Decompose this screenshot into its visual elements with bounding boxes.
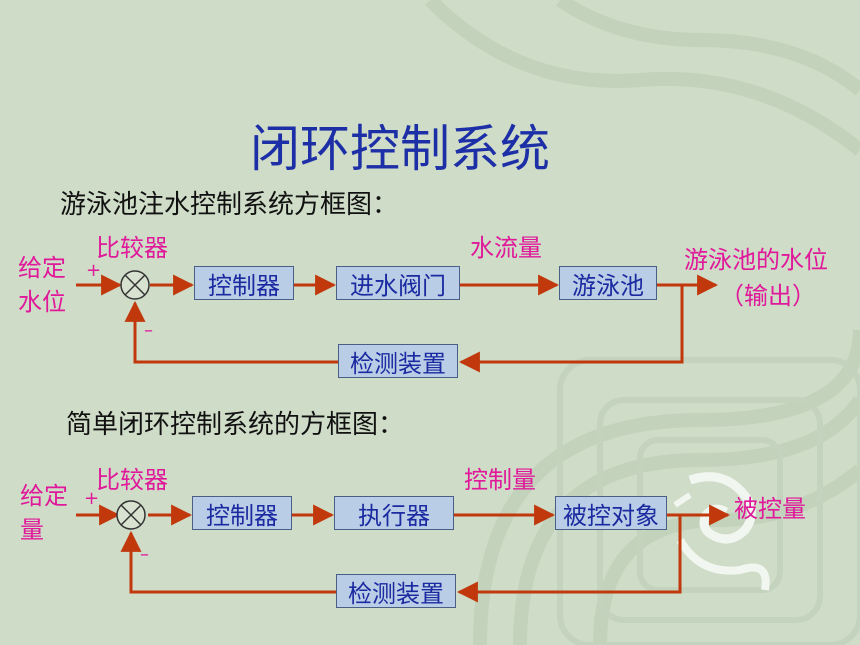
d2-feedback-block: 检测装置: [336, 574, 456, 608]
d1-minus-sign: –: [144, 320, 153, 341]
d1-comparator-label: 比较器: [96, 234, 168, 262]
d1-output-label-2: （输出）: [720, 282, 816, 310]
d1-input-label-1: 给定: [18, 254, 66, 282]
page-title: 闭环控制系统: [250, 120, 550, 178]
diagram2-heading: 简单闭环控制系统的方框图：: [66, 410, 405, 440]
d1-plant-block: 游泳池: [559, 266, 657, 300]
d2-controller-block: 控制器: [192, 496, 292, 530]
d1-actuator-block: 进水阀门: [336, 266, 460, 300]
d2-plus-sign: +: [84, 488, 100, 509]
d1-output-label-1: 游泳池的水位: [684, 246, 828, 274]
d1-feedback-block: 检测装置: [338, 344, 458, 378]
d1-input-label-2: 水位: [18, 288, 66, 316]
d2-signal-label: 控制量: [464, 466, 536, 494]
d2-output-label: 被控量: [734, 495, 806, 523]
d2-actuator-block: 执行器: [334, 496, 454, 530]
diagram1-heading: 游泳池注水控制系统方框图：: [60, 190, 399, 220]
d2-minus-sign: –: [140, 544, 149, 565]
d2-plant-block: 被控对象: [555, 496, 667, 530]
d1-controller-block: 控制器: [194, 266, 294, 300]
d2-comparator-label: 比较器: [96, 466, 168, 494]
d1-signal-label: 水流量: [470, 234, 542, 262]
d2-input-label-2: 量: [20, 516, 44, 544]
d2-input-label-1: 给定: [20, 482, 68, 510]
d1-plus-sign: +: [86, 260, 102, 281]
